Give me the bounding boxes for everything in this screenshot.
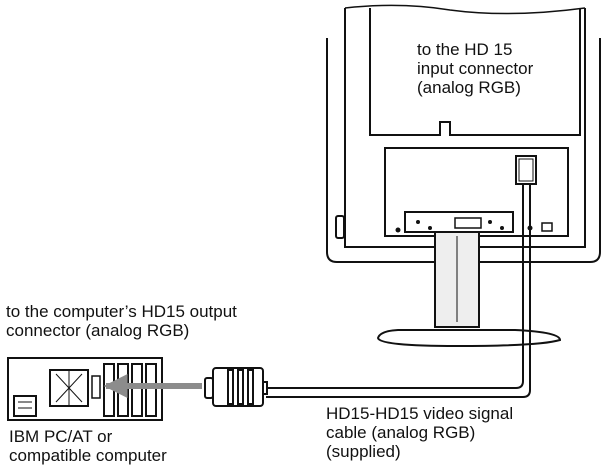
cable-label: HD15-HD15 video signal cable (analog RGB… — [326, 404, 513, 461]
monitor-access-cover — [369, 8, 581, 136]
computer-slot-1 — [103, 363, 115, 417]
monitor-cable-plug — [515, 155, 537, 185]
computer-output-line-2: connector (analog RGB) — [6, 321, 190, 340]
computer-line-1: IBM PC/AT or — [9, 427, 113, 446]
computer-cable-plug — [204, 367, 268, 407]
computer-output-line-1: to the computer’s HD15 output — [6, 302, 237, 321]
computer-rear — [7, 357, 163, 421]
monitor-input-connector-label: to the HD 15 input connector (analog RGB… — [417, 40, 533, 97]
monitor-stand — [376, 231, 562, 348]
computer-output-connector-label: to the computer’s HD15 output connector … — [6, 302, 237, 340]
computer-slot-2 — [117, 363, 129, 417]
computer-power-inlet — [13, 395, 37, 417]
computer-label: IBM PC/AT or compatible computer — [9, 427, 167, 465]
monitor-top-edge — [344, 4, 586, 15]
cable-line-1: HD15-HD15 video signal — [326, 404, 514, 423]
cable-line-2: cable (analog RGB) — [326, 423, 476, 442]
computer-hd15-port — [91, 375, 101, 399]
monitor-connector-strip — [404, 211, 514, 233]
monitor-input-line-3: (analog RGB) — [417, 78, 521, 97]
monitor-side-clip — [335, 215, 345, 239]
video-cable — [266, 184, 531, 398]
computer-slot-4 — [145, 363, 157, 417]
monitor-input-line-1: to the HD 15 — [417, 40, 513, 59]
monitor-input-line-2: input connector — [417, 59, 534, 78]
cable-line-3: (supplied) — [326, 442, 401, 461]
monitor-connector-recess — [384, 147, 569, 237]
computer-line-2: compatible computer — [9, 446, 167, 465]
computer-slot-3 — [131, 363, 143, 417]
monitor-port-details — [395, 217, 553, 233]
stand-base — [376, 329, 562, 348]
